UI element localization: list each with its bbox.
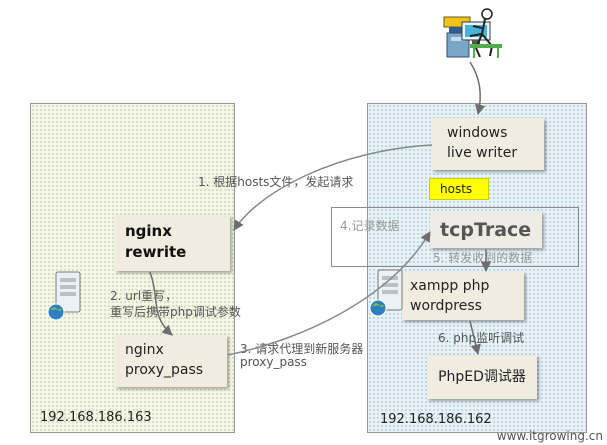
right-server-ip: 192.168.186.162 — [380, 412, 492, 427]
tcptrace-frame — [331, 207, 579, 267]
nginx-rewrite-box: nginx rewrite — [115, 215, 230, 271]
step-2-label-line1: 2. url重写， — [110, 289, 178, 303]
watermark-text: www.itgrowing.cn — [496, 429, 603, 443]
box-line: nginx — [125, 222, 172, 240]
right-server-icon — [369, 269, 403, 317]
tcptrace-box: tcpTrace — [430, 212, 542, 248]
step-4-label: 4.记录数据 — [340, 219, 400, 233]
windows-live-writer-box: windows live writer — [432, 118, 544, 170]
user-computer-icon — [443, 8, 502, 58]
left-server-icon — [47, 271, 81, 321]
arrow-step-2 — [149, 271, 173, 336]
step-1-label: 1. 根据hosts文件，发起请求 — [198, 175, 354, 189]
step-3-label-line2: proxy_pass — [240, 355, 307, 369]
hosts-tag: hosts — [429, 178, 489, 200]
box-line: rewrite — [125, 243, 187, 261]
left-server-ip: 192.168.186.163 — [40, 410, 152, 425]
step-5-label: 5. 转发收到的数据 — [433, 251, 533, 265]
box-line: live writer — [447, 145, 518, 161]
box-line: wordpress — [410, 298, 482, 314]
arrow-step-3 — [227, 231, 431, 356]
box-line: nginx — [125, 342, 164, 358]
box-line: windows — [447, 125, 508, 141]
xampp-box: xampp php wordpress — [402, 272, 524, 320]
phped-debugger-box: PhpED调试器 — [427, 355, 537, 399]
box-line: proxy_pass — [125, 362, 204, 378]
arrow-user-to-writer — [469, 61, 486, 116]
box-line: xampp php — [410, 278, 490, 294]
nginx-proxy-pass-box: nginx proxy_pass — [115, 335, 227, 387]
arrow-step-6 — [469, 320, 481, 356]
step-2-label-line2: 重写后携带php调试参数 — [110, 305, 241, 319]
step-6-label: 6. php监听调试 — [438, 331, 525, 345]
step-3-label-line1: 3. 请求代理到新服务器 — [240, 342, 364, 356]
arrow-step-1 — [233, 144, 433, 231]
